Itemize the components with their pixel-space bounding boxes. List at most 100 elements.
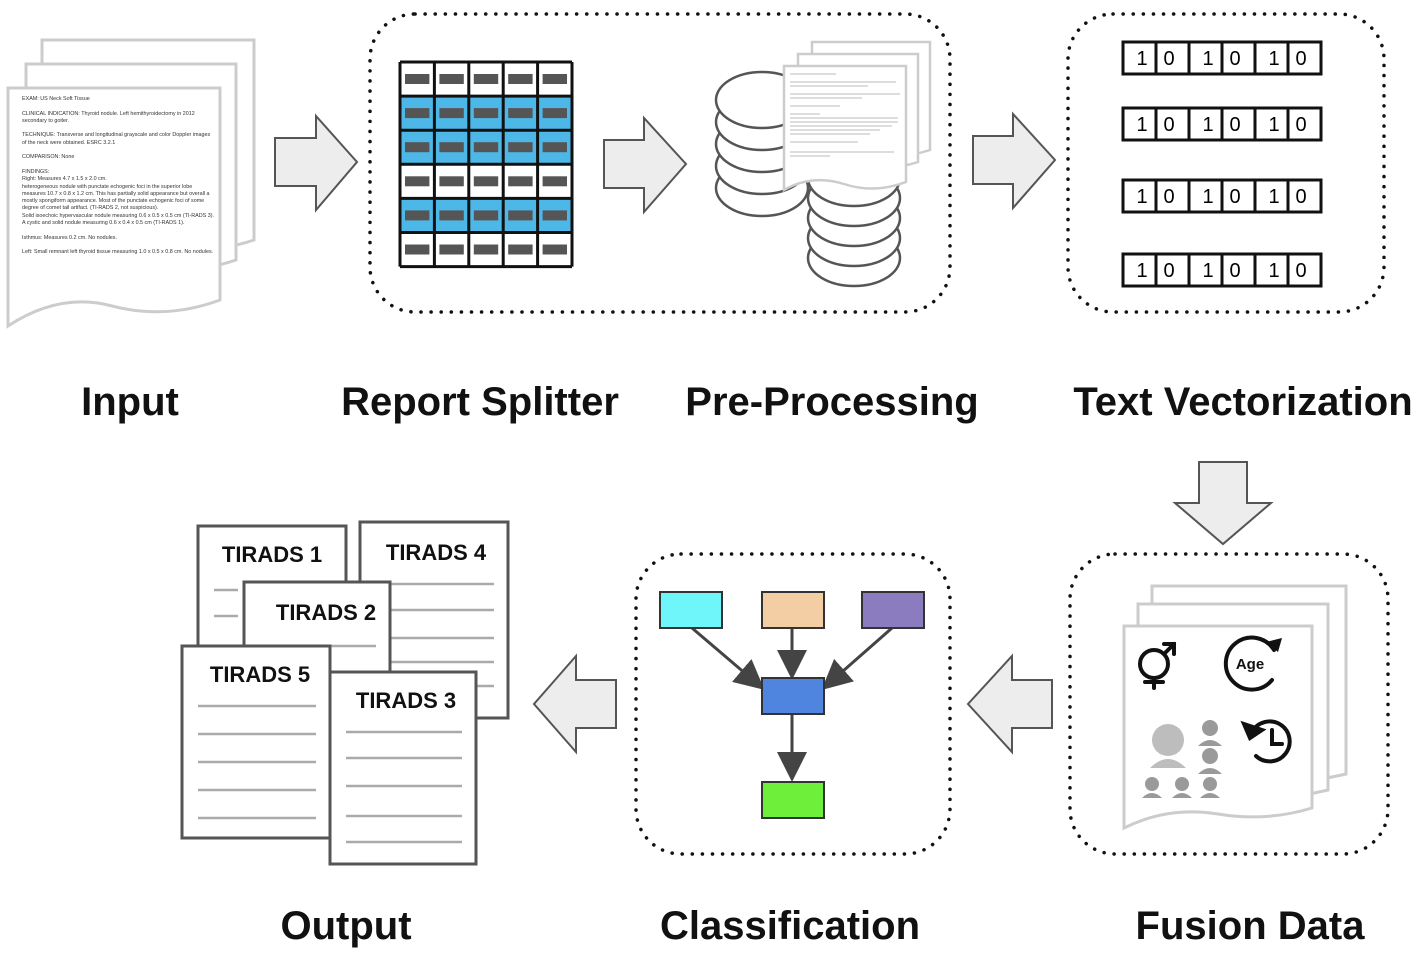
report-splitter-grid — [398, 60, 574, 269]
stage-label-classification: Classification — [659, 904, 921, 948]
stage-label-input: Input — [81, 380, 179, 424]
vector-bit: 1 — [1202, 260, 1213, 282]
fusion-data-group — [1068, 552, 1390, 856]
vector-cell — [1187, 106, 1224, 142]
vector-bit: 0 — [1163, 114, 1174, 136]
classification-network — [659, 591, 925, 819]
flow-arrow-left-2 — [532, 653, 617, 755]
report-line: CLINICAL INDICATION: Thyroid nodule. Lef… — [22, 110, 197, 124]
split-cell-bar — [473, 108, 499, 119]
tirads-label: TIRADS 4 — [386, 540, 487, 565]
splitter-preprocessing-group — [368, 12, 952, 314]
vector-bit: 1 — [1202, 48, 1213, 70]
report-line: A cystic and solid nodule measuring 0.6 … — [22, 220, 185, 227]
vector-cell — [1220, 178, 1257, 214]
output-node — [761, 781, 825, 819]
vector-cell — [1154, 252, 1191, 288]
flow-arrow-right-1 — [274, 113, 359, 213]
split-cell-bar — [473, 74, 499, 84]
tirads-document: TIRADS 3 — [328, 670, 478, 866]
split-cell-bar — [542, 210, 567, 221]
tirads-label: TIRADS 3 — [356, 688, 456, 713]
flow-arrow-right-2 — [603, 115, 688, 215]
stage-label-pre-processing: Pre-Processing — [685, 380, 979, 424]
tirads-label: TIRADS 1 — [222, 542, 322, 567]
report-line — [22, 242, 216, 249]
split-cell-bar — [542, 142, 567, 153]
vector-bit: 0 — [1295, 186, 1306, 208]
ethnicity-icon — [1142, 720, 1222, 798]
vector-cell — [1154, 106, 1191, 142]
report-line: heterogeneous nodule with punctate echog… — [22, 183, 211, 212]
split-cell-bar — [473, 210, 499, 221]
report-line: EXAM: US Neck Soft Tissue — [22, 96, 90, 102]
input-report-text: EXAM: US Neck Soft Tissue CLINICAL INDIC… — [22, 96, 216, 257]
tirads-label: TIRADS 2 — [276, 600, 376, 625]
vector-cell — [1286, 40, 1323, 76]
tirads-output-documents: TIRADS 1 TIRADS 4 TIRADS 2 TIRADS 5 TIRADS 3 — [180, 520, 510, 866]
split-cell-bar — [473, 142, 499, 153]
age-cycle-icon: Age — [1223, 635, 1282, 692]
vector-cell — [1253, 178, 1290, 214]
vector-bit: 1 — [1268, 114, 1279, 136]
stage-label-report-splitter: Report Splitter — [341, 380, 619, 424]
classification-group — [634, 552, 952, 856]
vector-bit: 0 — [1163, 48, 1174, 70]
split-cell-bar — [542, 108, 567, 119]
vector-bit: 1 — [1268, 260, 1279, 282]
split-cell-bar — [473, 176, 499, 187]
report-line: TECHNIQUE: Transverse and longitudinal g… — [22, 132, 212, 146]
report-line — [22, 162, 216, 169]
vector-cell — [1220, 40, 1257, 76]
input-doc-front — [6, 86, 222, 329]
split-cell-bar — [405, 108, 430, 119]
input-node-peach — [761, 591, 825, 629]
tirads-document: TIRADS 5 — [180, 644, 332, 840]
vector-cell — [1286, 252, 1323, 288]
vector-bit: 1 — [1202, 186, 1213, 208]
report-line: Right: Measures 4.7 x 1.5 x 2.0 cm. — [22, 176, 107, 183]
vector-bit: 1 — [1268, 186, 1279, 208]
report-line: COMPARISON: None — [22, 154, 75, 161]
split-cell-bar — [405, 74, 430, 84]
vector-bit: 0 — [1295, 114, 1306, 136]
split-cell-bar — [405, 142, 430, 153]
vector-bit: 0 — [1163, 260, 1174, 282]
vector-cell — [1286, 178, 1323, 214]
flow-arrow-left-1 — [966, 653, 1053, 755]
fusion-document-stack — [1122, 584, 1348, 831]
vector-cell — [1121, 40, 1158, 76]
vector-bit: 1 — [1136, 186, 1147, 208]
split-cell-bar — [508, 244, 533, 255]
vector-bit: 0 — [1229, 48, 1240, 70]
split-cell-bar — [439, 210, 464, 221]
split-cell-bar — [508, 142, 533, 153]
report-line: Isthmus: Measures 0.2 cm. No nodules. — [22, 234, 117, 241]
tirads-label: TIRADS 5 — [210, 662, 310, 687]
split-cell-bar — [508, 74, 533, 84]
vector-bit: 0 — [1295, 260, 1306, 282]
split-cell-bar — [542, 244, 567, 255]
vector-bit: 1 — [1136, 260, 1147, 282]
report-line — [22, 147, 216, 154]
split-cell-bar — [439, 176, 464, 187]
vector-bit: 0 — [1229, 186, 1240, 208]
stage-label-text-vectorization: Text Vectorization — [1073, 380, 1413, 424]
split-cell-bar — [508, 210, 533, 221]
vector-bit: 1 — [1136, 114, 1147, 136]
vector-cell — [1154, 40, 1191, 76]
history-clock-icon — [1240, 719, 1292, 764]
vector-cell — [1286, 106, 1323, 142]
split-cell-bar — [542, 74, 567, 84]
split-cell-bar — [439, 108, 464, 119]
input-node-cyan — [659, 591, 723, 629]
split-cell-bar — [439, 244, 464, 255]
vector-bit: 1 — [1136, 48, 1147, 70]
vector-bit: 1 — [1202, 114, 1213, 136]
